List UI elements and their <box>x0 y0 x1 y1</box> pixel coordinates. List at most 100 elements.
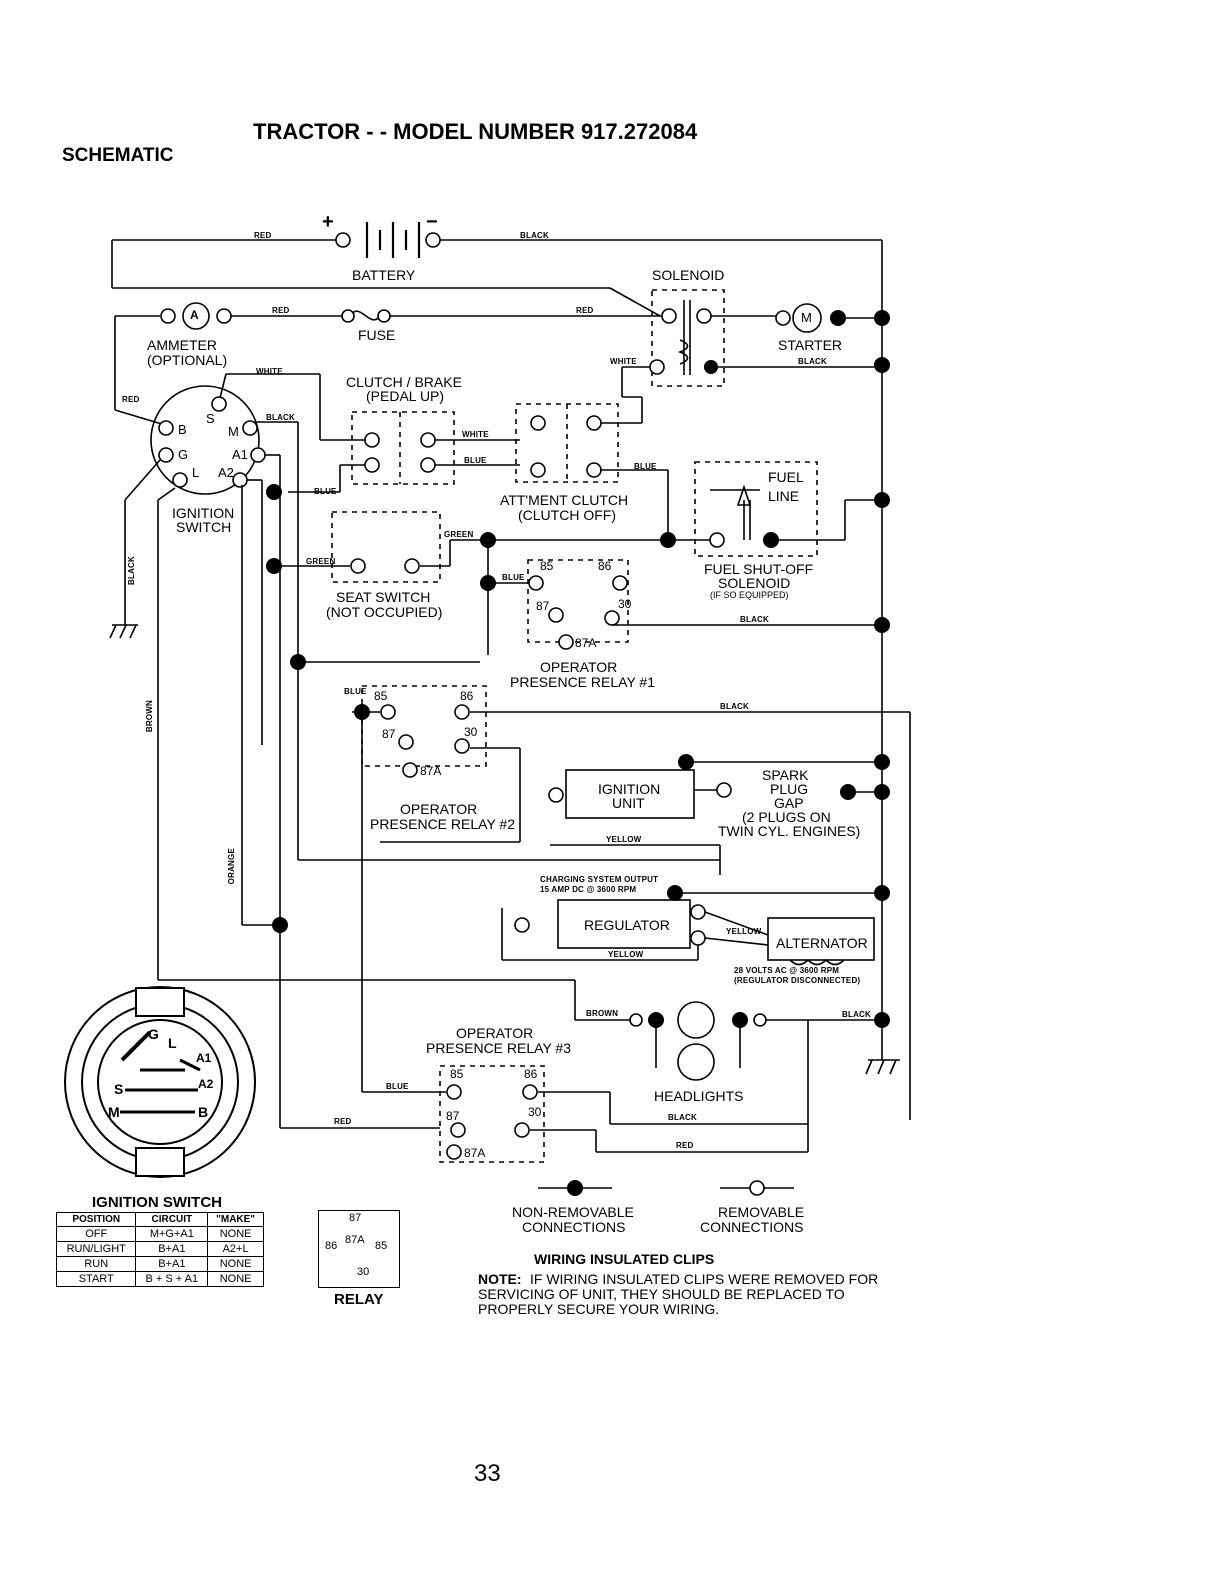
terminal-m: M <box>228 424 239 439</box>
ammeter-symbol: A <box>190 308 199 322</box>
wire-label-yellow-regulator: YELLOW <box>608 950 644 959</box>
relay1-label-2: PRESENCE RELAY #1 <box>510 674 655 690</box>
wire-label-black-relay2: BLACK <box>720 702 749 711</box>
charging-output-value: 15 AMP DC @ 3600 RPM <box>540 885 637 894</box>
table-cell: B+A1 <box>135 1241 209 1257</box>
wire-label-red-relay3: RED <box>334 1117 352 1126</box>
battery-positive: + <box>322 211 334 233</box>
table-cell: B + S + A1 <box>135 1271 209 1287</box>
relay-symbol-t85: 85 <box>375 1240 388 1252</box>
table-row: RUN/LIGHT B+A1 A2+L <box>55 1241 264 1257</box>
relay3-t87a: 87A <box>464 1146 486 1160</box>
wire-label-red-ammeter: RED <box>272 306 290 315</box>
terminal-a2: A2 <box>218 465 234 480</box>
wire-label-white-clutch: WHITE <box>462 430 489 439</box>
table-header: "MAKE" <box>207 1212 264 1227</box>
fuel-shutoff-label: FUEL SHUT-OFF <box>704 561 814 577</box>
starter-symbol: M <box>801 310 812 325</box>
spark-plug-label-3: GAP <box>774 795 804 811</box>
switch-face-a2: A2 <box>198 1077 214 1091</box>
table-cell: NONE <box>207 1226 264 1242</box>
note-label: NOTE: <box>478 1271 522 1287</box>
legend-nonremovable-2: CONNECTIONS <box>522 1219 626 1235</box>
wire-label-yellow-ignition: YELLOW <box>606 835 642 844</box>
table-cell: RUN <box>55 1256 137 1272</box>
wire-label-white-switch: WHITE <box>256 367 283 376</box>
ignition-unit-label-2: UNIT <box>612 795 645 811</box>
charging-output-label: CHARGING SYSTEM OUTPUT <box>540 875 659 884</box>
clutch-brake-state-label: (PEDAL UP) <box>366 388 445 404</box>
alternator-note-2: (REGULATOR DISCONNECTED) <box>734 976 861 985</box>
fuel-shutoff-note: (IF SO EQUIPPED) <box>710 590 789 600</box>
seat-switch-label: SEAT SWITCH <box>336 589 431 605</box>
wire-label-blue-relay1: BLUE <box>502 573 525 582</box>
relay3-t86: 86 <box>524 1067 538 1081</box>
terminal-b: B <box>178 422 187 437</box>
relay1-t86: 86 <box>598 559 612 573</box>
spark-plug-label: SPARK <box>762 767 809 783</box>
wire-label-brown-switch: BROWN <box>145 700 154 733</box>
relay3-t87: 87 <box>446 1109 460 1123</box>
switch-face-s: S <box>114 1081 124 1097</box>
wire-label-yellow-alternator: YELLOW <box>726 927 762 936</box>
ignition-switch-label: IGNITION <box>172 505 235 521</box>
section-title: SCHEMATIC <box>62 145 174 166</box>
relay2-t86: 86 <box>460 689 474 703</box>
wire-label-white-solenoid: WHITE <box>610 357 637 366</box>
table-cell: START <box>55 1271 137 1287</box>
wire-label-blue-clutch: BLUE <box>464 456 487 465</box>
table-cell: OFF <box>55 1226 137 1242</box>
table-cell: RUN/LIGHT <box>55 1241 137 1257</box>
seat-switch-state-label: (NOT OCCUPIED) <box>326 604 443 620</box>
ignition-unit-label: IGNITION <box>598 781 661 797</box>
regulator-label: REGULATOR <box>584 917 670 933</box>
clutch-brake-label: CLUTCH / BRAKE <box>346 374 462 390</box>
solenoid-label: SOLENOID <box>652 267 725 283</box>
fuel-shutoff-solenoid-label: SOLENOID <box>718 575 791 591</box>
relay1-t85: 85 <box>540 559 554 573</box>
table-cell: M+G+A1 <box>135 1226 209 1242</box>
page-title: TRACTOR - - MODEL NUMBER 917.272084 <box>253 119 698 144</box>
table-row: START B + S + A1 NONE <box>55 1271 264 1287</box>
switch-face-g: G <box>148 1026 159 1042</box>
ammeter-label: AMMETER <box>147 337 217 353</box>
switch-face-b: B <box>198 1104 209 1120</box>
table-cell: B+A1 <box>135 1256 209 1272</box>
relay2-label-2: PRESENCE RELAY #2 <box>370 816 515 832</box>
wire-label-brown-headlights: BROWN <box>586 1009 619 1018</box>
wire-label-orange-switch: ORANGE <box>227 848 236 885</box>
relay2-t30: 30 <box>464 725 478 739</box>
relay3-label: OPERATOR <box>456 1025 534 1041</box>
legend-nonremovable: NON-REMOVABLE <box>512 1204 634 1220</box>
relay-symbol-t86: 86 <box>325 1240 338 1252</box>
wire-label-green-seat: GREEN <box>444 530 474 539</box>
switch-face-l: L <box>168 1035 177 1051</box>
terminal-a1: A1 <box>232 447 248 462</box>
wire-label-green-switch: GREEN <box>306 557 336 566</box>
relay-symbol-t30: 30 <box>357 1266 370 1278</box>
relay1-t87a: 87A <box>575 636 597 650</box>
page-number: 33 <box>474 1460 501 1487</box>
relay3-t85: 85 <box>450 1067 464 1081</box>
relay-symbol-t87a: 87A <box>345 1234 365 1246</box>
table-header: POSITION <box>55 1212 137 1227</box>
switch-face-m: M <box>108 1104 120 1120</box>
wire-label-red-solenoid: RED <box>576 306 594 315</box>
battery-negative: − <box>426 211 438 233</box>
terminal-s: S <box>206 411 215 426</box>
wire-label-black-starter: BLACK <box>798 357 827 366</box>
fuse-label: FUSE <box>358 327 396 343</box>
ignition-table-title: IGNITION SWITCH <box>92 1194 222 1211</box>
note-heading: WIRING INSULATED CLIPS <box>534 1251 715 1267</box>
note-line-1: IF WIRING INSULATED CLIPS WERE REMOVED F… <box>530 1271 879 1287</box>
spark-plug-label-5: TWIN CYL. ENGINES) <box>718 823 861 839</box>
headlights-label: HEADLIGHTS <box>654 1088 744 1104</box>
relay2-t87a: 87A <box>420 764 442 778</box>
fuel-line-label: FUEL <box>768 469 804 485</box>
wire-label-red-relay3-out: RED <box>676 1141 694 1150</box>
wire-label-black-switch: BLACK <box>266 413 295 422</box>
terminal-g: G <box>178 447 189 462</box>
relay-symbol-label: RELAY <box>334 1291 384 1308</box>
table-cell: A2+L <box>207 1241 264 1257</box>
